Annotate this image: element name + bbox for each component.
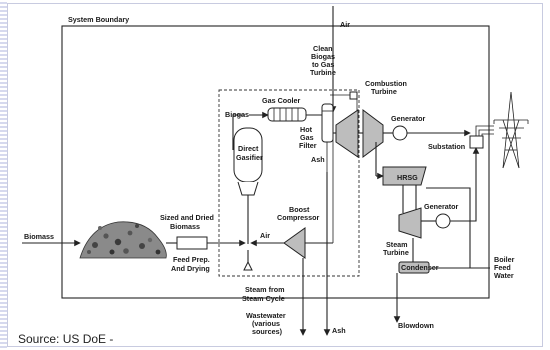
gas-cooler-label: Gas Cooler	[262, 96, 301, 105]
gas-turbine-compressor	[335, 109, 359, 158]
condenser-label: Condenser	[401, 263, 439, 272]
air-mid-label: Air	[260, 231, 270, 240]
gasification-island-dashed-box	[218, 89, 360, 277]
combustion-turbine-label: Combustion Turbine	[365, 79, 409, 96]
feed-prep-label: Feed Prep. And Drying	[171, 255, 212, 273]
wastewater-label: Wastewater (various sources)	[246, 311, 288, 336]
generator-bottom-label: Generator	[424, 202, 459, 211]
substation-out-line	[475, 125, 494, 136]
hot-gas-filter-label: Hot Gas Filter	[299, 125, 317, 150]
power-line-bottom	[450, 147, 480, 222]
generator-top	[392, 125, 408, 141]
ash-mid-label: Ash	[311, 155, 325, 164]
transmission-tower	[493, 91, 529, 169]
steam-inlet-arrow	[243, 260, 253, 271]
substation-box	[469, 135, 484, 149]
steam-turbine-unit	[398, 207, 422, 239]
hrsg-label: HRSG	[397, 173, 418, 182]
direct-gasifier-label: Direct Gasifier	[236, 144, 263, 162]
substation-label: Substation	[428, 142, 465, 151]
air-top-label: Air	[340, 20, 350, 29]
gasifier-cone	[237, 181, 259, 196]
generator-top-label: Generator	[391, 114, 426, 123]
boost-compressor-label: Boost Compressor	[277, 205, 320, 222]
figure-frame	[7, 3, 543, 347]
blowdown-label: Blowdown	[398, 321, 434, 330]
boost-compressor-unit	[283, 227, 306, 259]
boiler-feed-water-label: Boiler Feed Water	[494, 255, 516, 280]
condensate-return-line	[426, 187, 471, 269]
gas-turbine-expander	[362, 109, 384, 158]
biomass-pile-icon	[79, 221, 167, 259]
clean-biogas-label: Clean Biogas to Gas Turbine	[310, 44, 337, 77]
steam-turbine-label: Steam Turbine	[383, 240, 410, 257]
system-boundary-box	[61, 25, 490, 299]
source-caption: Source: US DoE -	[18, 332, 114, 346]
biomass-label: Biomass	[24, 232, 54, 241]
hot-gas-filter-unit	[321, 103, 334, 143]
page-edge-strip	[0, 0, 7, 350]
sized-dried-biomass-label: Sized and Dried Biomass	[160, 213, 216, 231]
system-boundary-label: System Boundary	[68, 15, 129, 24]
feed-prep-unit	[176, 236, 208, 250]
ash-bottom-label: Ash	[332, 326, 346, 335]
steam-from-cycle-label: Steam from Steam Cycle	[242, 285, 287, 303]
combustor-small-box	[349, 91, 358, 100]
generator-bottom	[435, 213, 451, 229]
